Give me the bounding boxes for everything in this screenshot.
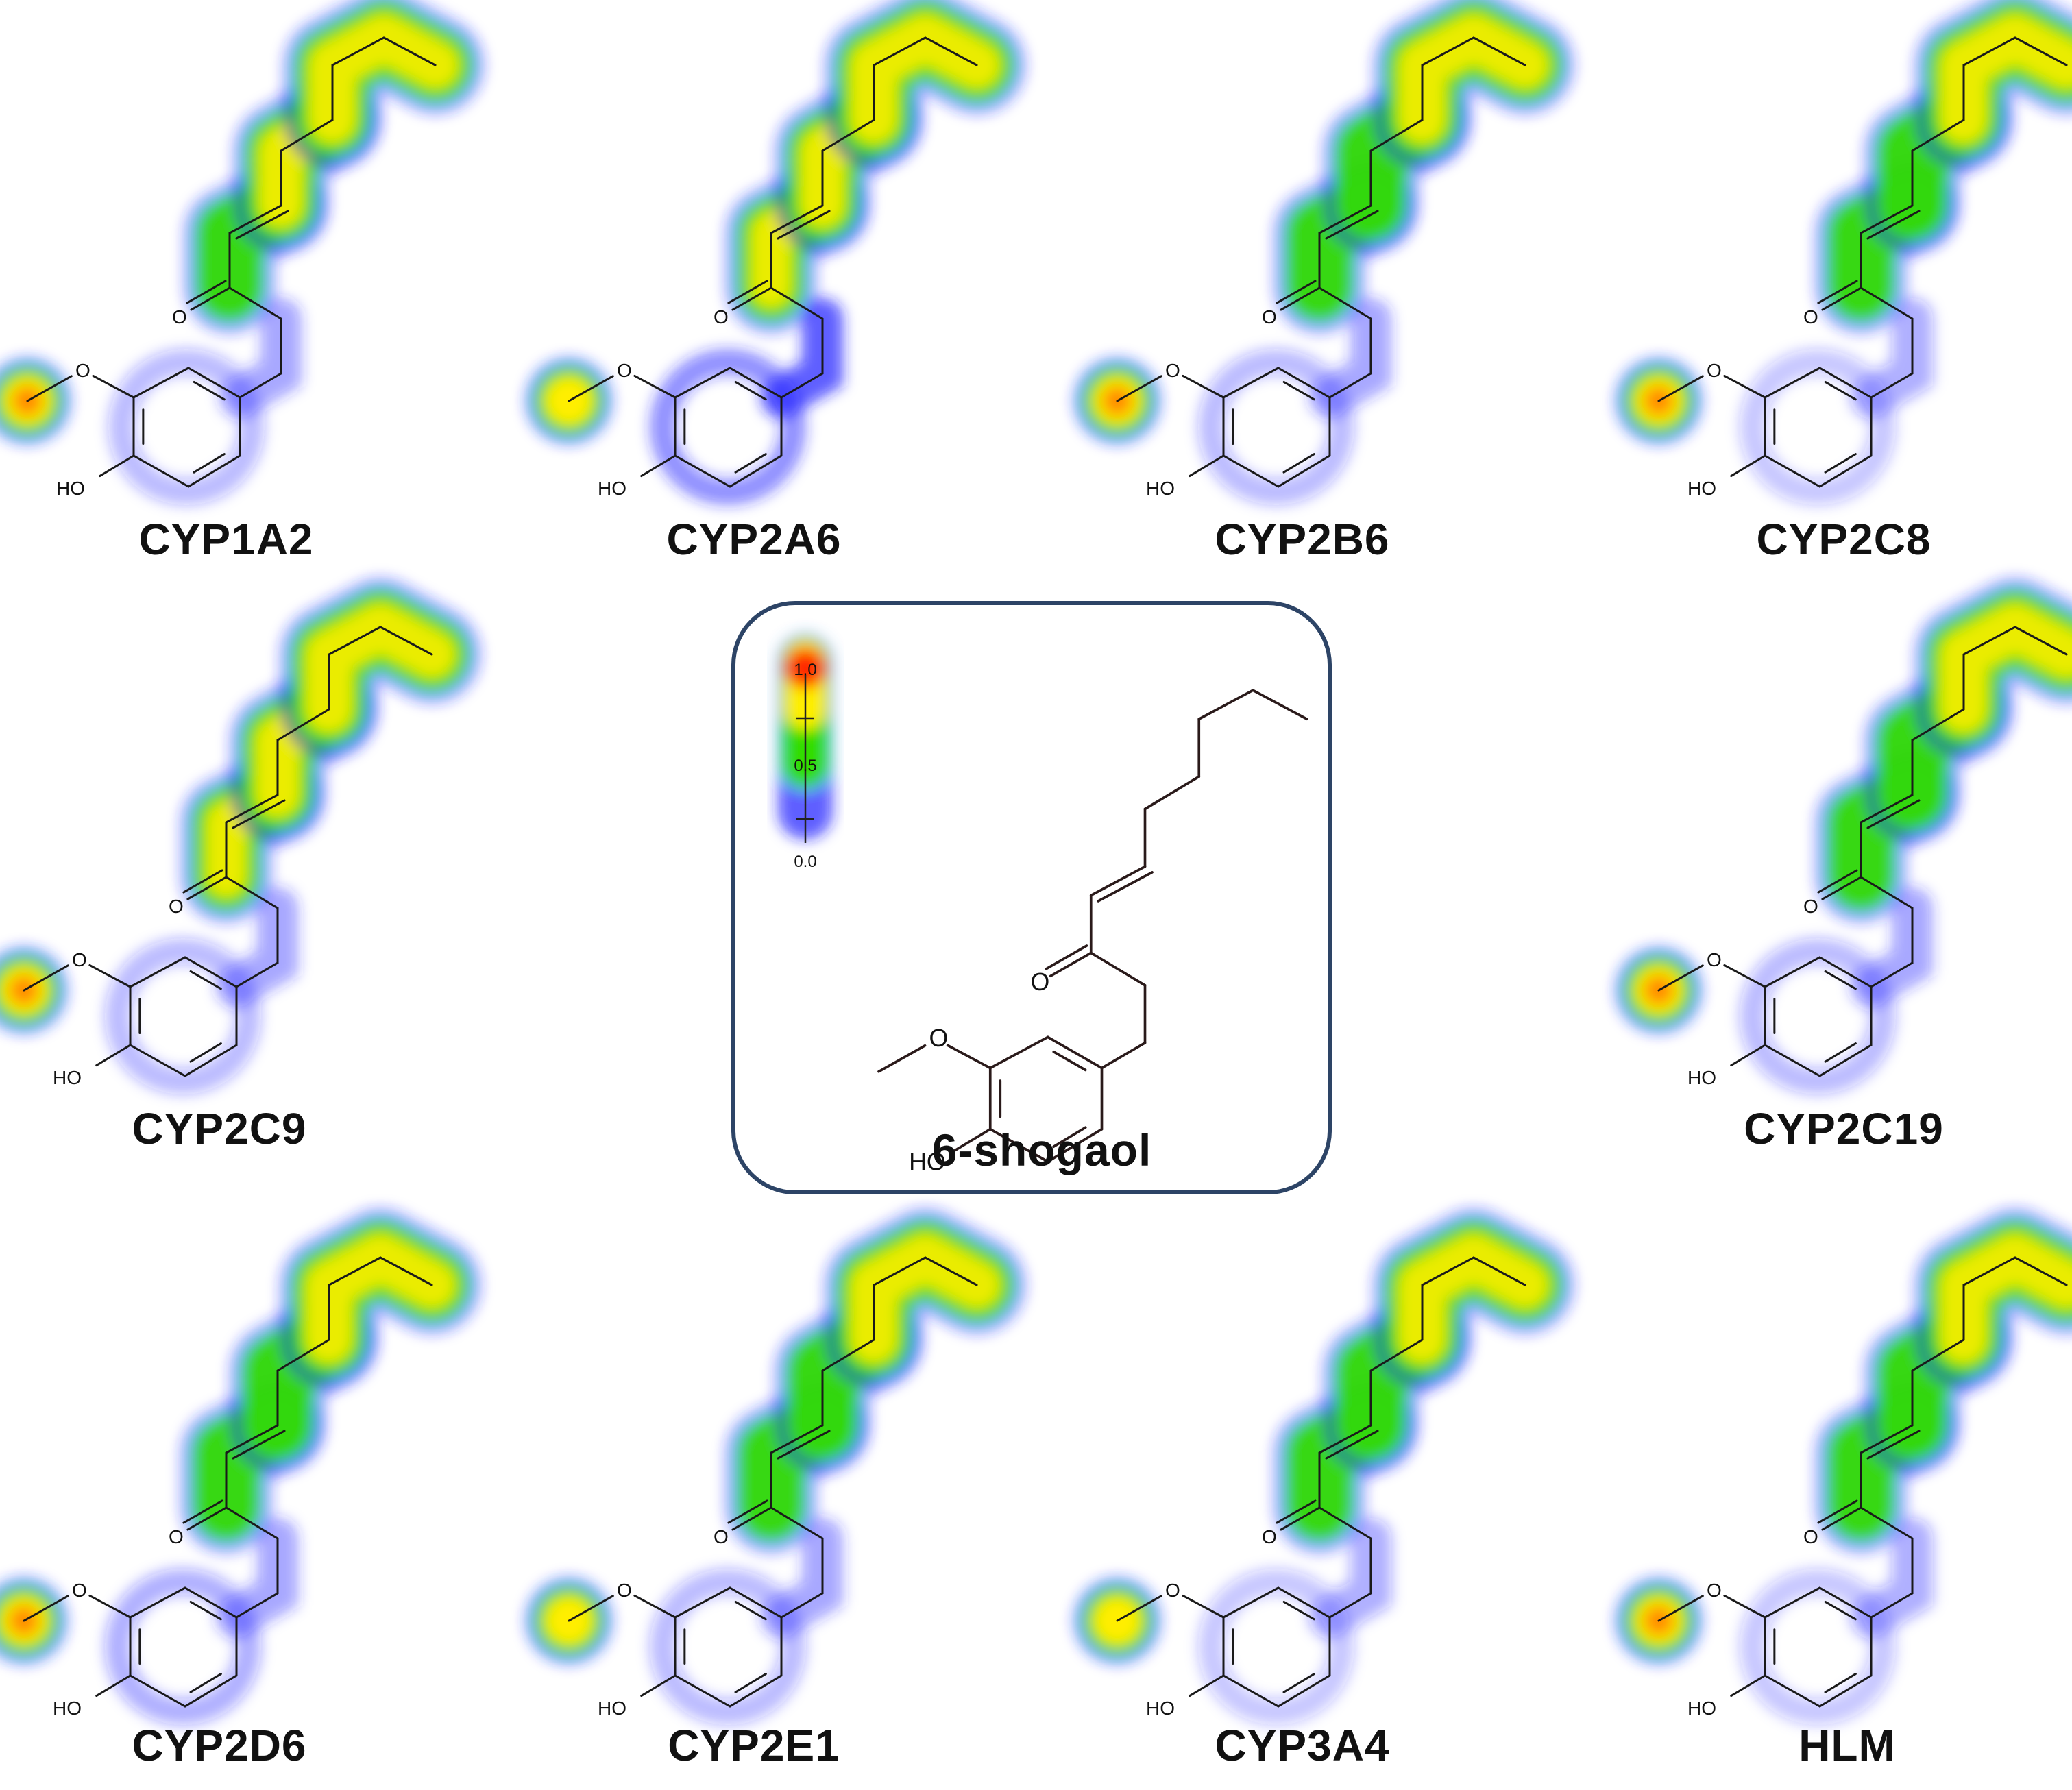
atom-label-ho: HO bbox=[909, 1149, 946, 1176]
atom-label-o: O bbox=[1031, 968, 1050, 996]
panel-label-cyp2c8: CYP2C8 bbox=[1756, 515, 1931, 564]
bond-lines bbox=[1116, 36, 1526, 488]
atom-label-ho: HO bbox=[1687, 1067, 1716, 1088]
compound-name: 6-shogaol bbox=[931, 1125, 1152, 1175]
heat-map bbox=[1616, 0, 2072, 505]
scale-tick-label: 1.0 bbox=[794, 661, 816, 679]
atom-label-ho: HO bbox=[56, 478, 85, 499]
atom-label-ho: HO bbox=[1146, 478, 1175, 499]
panel-cyp2c9: O O HO bbox=[0, 579, 480, 1094]
bond-lines bbox=[1657, 36, 2068, 488]
atom-label-o: O bbox=[169, 1526, 184, 1547]
atom-label-o: O bbox=[1803, 306, 1818, 328]
atom-label-o: O bbox=[1707, 949, 1722, 970]
panel-label-hlm: HLM bbox=[1799, 1721, 1896, 1770]
atom-labels: O O HO bbox=[53, 1526, 184, 1719]
atom-label-o: O bbox=[714, 306, 729, 328]
panel-cyp2a6: O O HO bbox=[526, 0, 1025, 505]
atom-labels: O O HO bbox=[598, 306, 729, 499]
atom-labels: O O HO bbox=[1687, 1526, 1818, 1719]
panel-label-cyp2a6: CYP2A6 bbox=[666, 515, 842, 564]
scale-tick-label: 0.0 bbox=[794, 853, 816, 871]
bond-lines bbox=[23, 1256, 433, 1708]
atom-label-o: O bbox=[617, 360, 632, 381]
panel-hlm: O O HO bbox=[1616, 1210, 2072, 1725]
panel-label-cyp2c19: CYP2C19 bbox=[1744, 1104, 1944, 1153]
bond-lines bbox=[568, 36, 978, 488]
panel-cyp2b6: O O HO bbox=[1075, 0, 1573, 505]
panel-cyp1a2: O O HO bbox=[0, 0, 483, 505]
atom-label-o: O bbox=[172, 306, 187, 328]
atom-label-o: O bbox=[617, 1580, 632, 1601]
bond-lines bbox=[1657, 1256, 2068, 1708]
bond-lines bbox=[26, 36, 437, 488]
heat-map bbox=[1616, 1210, 2072, 1725]
panel-label-cyp2b6: CYP2B6 bbox=[1215, 515, 1390, 564]
atom-label-ho: HO bbox=[1146, 1697, 1175, 1719]
atom-label-o: O bbox=[169, 896, 184, 917]
colour-scale: 1.0 0.5 0.0 bbox=[778, 634, 833, 871]
bond-lines bbox=[877, 689, 1308, 1163]
panel-label-cyp2d6: CYP2D6 bbox=[132, 1721, 307, 1770]
heat-map bbox=[1616, 579, 2072, 1094]
panel-cyp3a4: O O HO bbox=[1075, 1210, 1573, 1725]
atom-label-o: O bbox=[72, 949, 87, 970]
atom-label-o: O bbox=[1707, 360, 1722, 381]
center-panel: 1.0 0.5 0.0 O O HO bbox=[731, 601, 1332, 1194]
atom-label-ho: HO bbox=[598, 478, 626, 499]
bond-lines bbox=[1657, 626, 2068, 1077]
atom-labels: O O HO bbox=[53, 896, 184, 1088]
panel-cyp2c8: O O HO bbox=[1616, 0, 2072, 505]
panel-label-cyp3a4: CYP3A4 bbox=[1215, 1721, 1390, 1770]
atom-label-o: O bbox=[1803, 1526, 1818, 1547]
panel-cyp2d6: O O HO bbox=[0, 1210, 480, 1725]
center-molecule: O O HO bbox=[877, 689, 1308, 1176]
atom-label-o: O bbox=[72, 1580, 87, 1601]
scale-tick-label: 0.5 bbox=[794, 757, 816, 775]
atom-labels: O O HO bbox=[909, 968, 1049, 1176]
atom-label-o: O bbox=[714, 1526, 729, 1547]
atom-labels: O O HO bbox=[1146, 1526, 1277, 1719]
atom-label-ho: HO bbox=[53, 1067, 82, 1088]
heat-map bbox=[0, 0, 483, 505]
atom-label-ho: HO bbox=[53, 1697, 82, 1719]
bond-lines bbox=[23, 626, 433, 1077]
heat-map bbox=[1075, 1210, 1573, 1725]
atom-labels: O O HO bbox=[1687, 306, 1818, 499]
atom-labels: O O HO bbox=[56, 306, 187, 499]
bond-lines bbox=[1116, 1256, 1526, 1708]
atom-labels: O O HO bbox=[598, 1526, 729, 1719]
atom-label-o: O bbox=[75, 360, 90, 381]
atom-label-o: O bbox=[1262, 1526, 1277, 1547]
atom-labels: O O HO bbox=[1687, 896, 1818, 1088]
panel-label-cyp2c9: CYP2C9 bbox=[132, 1104, 307, 1153]
atom-label-o: O bbox=[1165, 360, 1180, 381]
heat-map bbox=[526, 0, 1025, 505]
heat-map bbox=[526, 1210, 1025, 1725]
atom-label-ho: HO bbox=[598, 1697, 626, 1719]
atom-label-o: O bbox=[1803, 896, 1818, 917]
heat-map bbox=[1075, 0, 1573, 505]
atom-label-ho: HO bbox=[1687, 478, 1716, 499]
atom-label-o: O bbox=[1707, 1580, 1722, 1601]
bond-lines bbox=[568, 1256, 978, 1708]
atom-label-o: O bbox=[929, 1025, 949, 1052]
atom-labels: O O HO bbox=[1146, 306, 1277, 499]
panel-label-cyp1a2: CYP1A2 bbox=[138, 515, 314, 564]
panel-cyp2c19: O O HO bbox=[1616, 579, 2072, 1094]
heat-map bbox=[0, 579, 480, 1094]
heat-map bbox=[0, 1210, 480, 1725]
atom-label-ho: HO bbox=[1687, 1697, 1716, 1719]
atom-label-o: O bbox=[1165, 1580, 1180, 1601]
panel-cyp2e1: O O HO bbox=[526, 1210, 1025, 1725]
atom-label-o: O bbox=[1262, 306, 1277, 328]
center-panel-border bbox=[731, 601, 1332, 1194]
panel-label-cyp2e1: CYP2E1 bbox=[668, 1721, 840, 1770]
